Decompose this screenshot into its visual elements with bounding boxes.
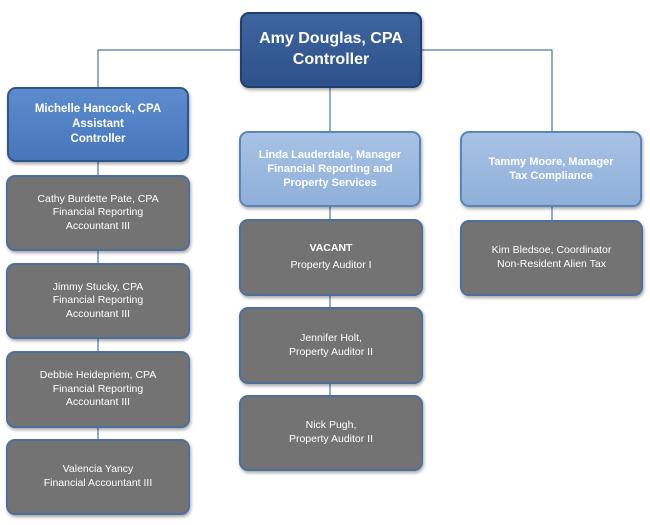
controller-name: Amy Douglas, CPA	[259, 30, 403, 48]
box-line: Kim Bledsoe, Coordinator	[491, 244, 612, 257]
box-line: Tax Compliance	[509, 170, 593, 182]
staff-box: Valencia Yancy Financial Accountant III	[6, 439, 190, 515]
box-line: Debbie Heidepriem, CPA	[39, 369, 157, 382]
staff-box: Jimmy Stucky, CPA Financial Reporting Ac…	[6, 263, 190, 339]
box-line: Tammy Moore, Manager	[488, 155, 614, 168]
box-line: Financial Reporting	[52, 382, 144, 395]
box-line: Valencia Yancy	[62, 463, 134, 476]
staff-box: Cathy Burdette Pate, CPA Financial Repor…	[6, 175, 190, 251]
box-line: Property Services	[283, 177, 377, 190]
staff-box: Kim Bledsoe, Coordinator Non-Resident Al…	[460, 220, 643, 296]
reporting-manager-box: Linda Lauderdale, Manager Financial Repo…	[239, 131, 421, 207]
box-line: Jennifer Holt,	[300, 331, 362, 344]
box-line: Property Auditor I	[290, 259, 372, 271]
tax-manager-box: Tammy Moore, Manager Tax Compliance	[460, 131, 642, 207]
staff-box: Nick Pugh, Property Auditor II	[239, 395, 423, 471]
connector-controller-assistant	[97, 49, 240, 87]
box-line: Financial Reporting	[52, 206, 144, 219]
box-line: Cathy Burdette Pate, CPA	[37, 192, 159, 205]
controller-title: Controller	[292, 51, 370, 68]
box-line: Assistant	[72, 118, 124, 131]
box-line: Nick Pugh,	[305, 419, 357, 432]
box-line: Non-Resident Alien Tax	[497, 258, 606, 270]
box-line: Property Auditor II	[288, 345, 374, 358]
controller-box: Amy Douglas, CPA Controller	[240, 12, 422, 88]
box-line: Financial Reporting	[52, 294, 144, 307]
assistant-controller-box: Michelle Hancock, CPA Assistant Controll…	[7, 87, 189, 162]
vacant-label: VACANT	[309, 242, 353, 255]
box-line: Financial Reporting and	[267, 162, 393, 175]
box-line: Michelle Hancock, CPA	[34, 103, 162, 116]
staff-box: Debbie Heidepriem, CPA Financial Reporti…	[6, 351, 190, 428]
box-line: Linda Lauderdale, Manager	[258, 148, 402, 161]
box-line: Accountant III	[65, 219, 131, 232]
box-line: Financial Accountant III	[43, 477, 153, 489]
box-line: Accountant III	[65, 307, 131, 320]
box-line: Controller	[70, 132, 126, 145]
box-line: Accountant III	[65, 396, 131, 409]
box-line: Property Auditor II	[288, 433, 374, 445]
staff-box: Jennifer Holt, Property Auditor II	[239, 307, 423, 384]
box-line: Jimmy Stucky, CPA	[52, 280, 144, 293]
staff-box: VACANT Property Auditor I	[239, 219, 423, 296]
connector-controller-tax	[422, 49, 553, 131]
